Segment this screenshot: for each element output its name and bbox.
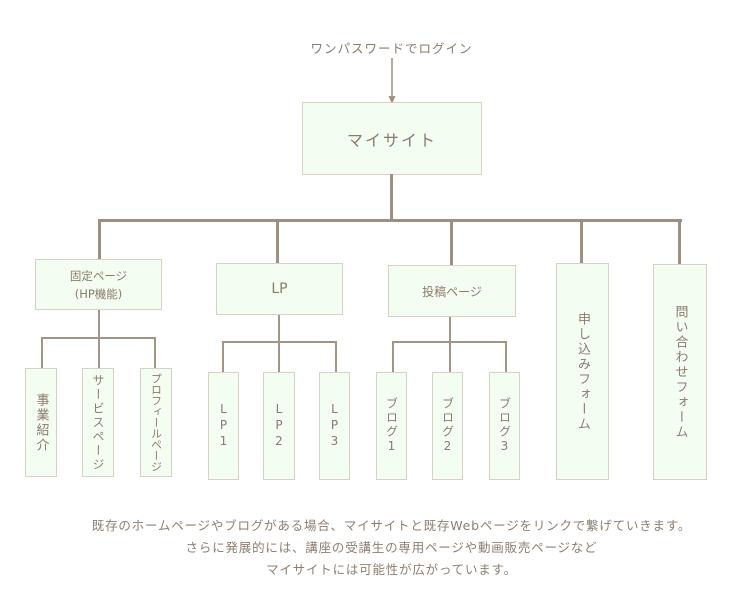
category-posts-label: 投稿ページ — [422, 284, 482, 299]
connector-lp-down — [278, 315, 280, 372]
page-blog1: ブログ1 — [376, 372, 407, 480]
page-lp3-label: LP3 — [327, 402, 342, 450]
connector-main-horizontal — [98, 219, 682, 222]
page-contact-form: 問い合わせフォーム — [653, 264, 707, 480]
connector-posts-horizontal — [392, 341, 507, 343]
page-blog3-label: ブログ3 — [497, 397, 512, 455]
page-lp3: LP3 — [319, 372, 350, 480]
connector-fixed-child-3 — [154, 337, 156, 368]
root-node-label: マイサイト — [346, 130, 437, 150]
page-profile: プロフィールページ — [140, 368, 172, 477]
connector-lp-child-3 — [335, 341, 337, 372]
connector-posts-down — [449, 317, 451, 372]
page-apply-form-label: 申し込みフォーム — [575, 311, 590, 432]
connector-to-posts — [450, 219, 453, 266]
category-fixed-pages: 固定ページ (HP機能) — [35, 259, 162, 310]
page-lp1: LP1 — [208, 372, 239, 480]
category-lp: LP — [216, 263, 343, 315]
connector-to-lp — [276, 219, 279, 264]
page-blog2: ブログ2 — [432, 372, 463, 480]
category-fixed-pages-label: 固定ページ — [69, 268, 128, 283]
page-service-label: サービスページ — [91, 373, 105, 472]
page-lp1-label: LP1 — [216, 402, 231, 450]
login-entry-label: ワンパスワードでログイン — [310, 41, 473, 56]
page-lp2-label: LP2 — [272, 402, 286, 450]
category-posts: 投稿ページ — [388, 265, 516, 317]
connector-fixed-down — [98, 310, 100, 368]
category-lp-label: LP — [271, 281, 288, 297]
page-blog2-label: ブログ2 — [440, 397, 455, 455]
connector-to-contact-form — [678, 219, 681, 264]
footer-line-3: マイサイトには可能性が広がっています。 — [266, 562, 517, 577]
arrow-down-icon — [388, 58, 396, 104]
page-blog1-label: ブログ1 — [384, 397, 399, 455]
connector-posts-child-3 — [505, 341, 507, 372]
page-blog3: ブログ3 — [489, 372, 520, 480]
footer-line-2: さらに発展的には、講座の受講生の専用ページや動画販売ページなど — [185, 540, 598, 555]
connector-to-fixed — [98, 219, 101, 260]
root-node-my-site: マイサイト — [302, 102, 482, 175]
connector-trunk — [390, 174, 393, 221]
category-fixed-pages-sublabel: (HP機能) — [74, 286, 123, 301]
connector-lp-horizontal — [222, 341, 337, 343]
page-business-intro-label: 事業紹介 — [33, 392, 49, 453]
page-contact-form-label: 問い合わせフォーム — [672, 304, 688, 440]
page-profile-label: プロフィールページ — [149, 373, 163, 472]
page-service: サービスページ — [82, 368, 114, 477]
page-lp2: LP2 — [263, 372, 295, 480]
connector-lp-child-1 — [222, 341, 224, 372]
connector-fixed-child-1 — [41, 337, 43, 368]
footer-line-1: 既存のホームページやブログがある場合、マイサイトと既存Webページをリンクで繋げ… — [91, 518, 692, 533]
page-business-intro: 事業紹介 — [25, 368, 57, 477]
page-apply-form: 申し込みフォーム — [556, 263, 609, 480]
connector-to-apply-form — [580, 219, 583, 264]
connector-posts-child-1 — [392, 341, 394, 372]
connector-fixed-horizontal — [41, 337, 156, 339]
